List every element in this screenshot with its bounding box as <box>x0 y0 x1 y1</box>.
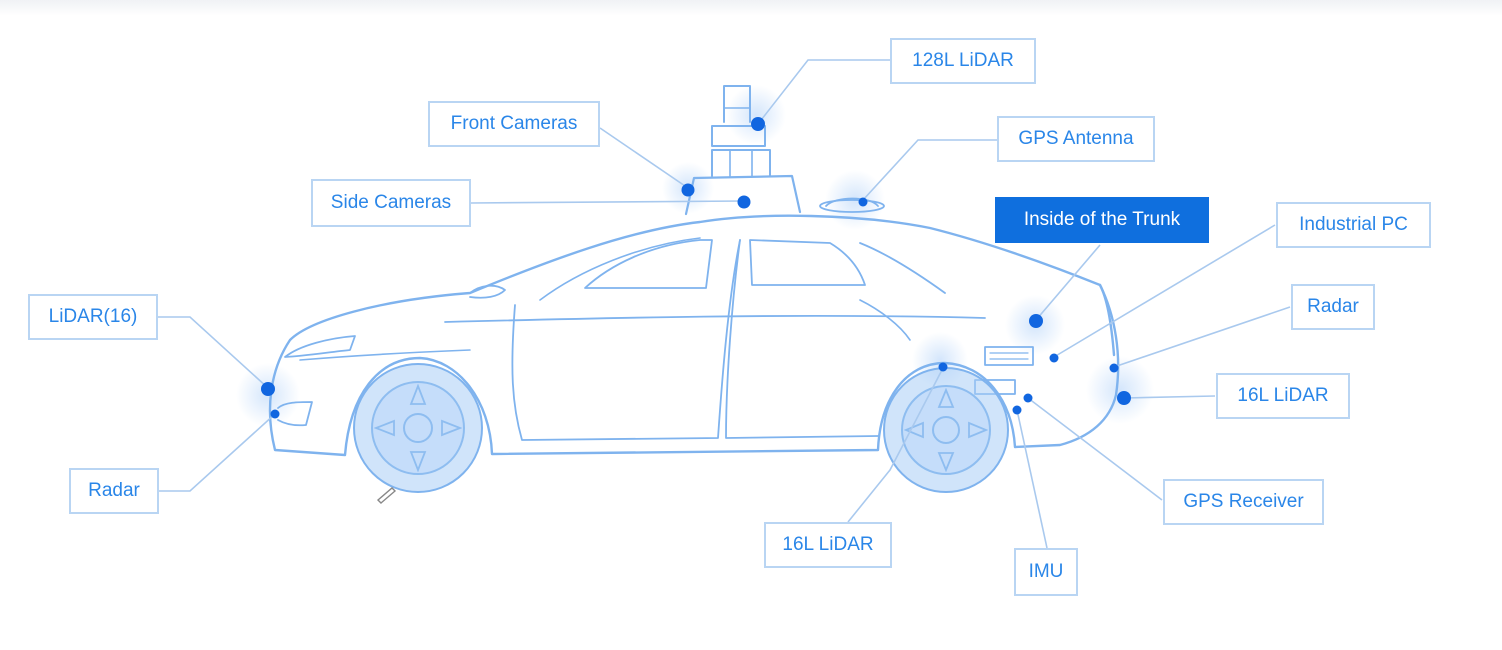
label-gps-receiver: GPS Receiver <box>1163 479 1324 525</box>
label-radar-front: Radar <box>69 468 159 514</box>
rear-wheel <box>883 367 1009 493</box>
dot-16l-lidar-bottom <box>938 362 948 372</box>
car-body <box>268 85 1120 457</box>
dot-gps-receiver <box>1023 393 1033 403</box>
top-gradient-bar <box>0 0 1502 16</box>
dot-front-cameras <box>681 183 695 197</box>
dot-side-cameras <box>737 195 751 209</box>
dot-imu <box>1012 405 1022 415</box>
label-128l-lidar: 128L LiDAR <box>890 38 1036 84</box>
pen-cursor-icon <box>376 487 397 504</box>
front-wheel <box>353 363 483 493</box>
sensor-dots <box>261 117 1131 419</box>
dot-lidar16-front <box>261 382 275 396</box>
dot-128l-lidar <box>751 117 765 131</box>
label-gps-antenna: GPS Antenna <box>997 116 1155 162</box>
label-radar-rear: Radar <box>1291 284 1375 330</box>
label-industrial-pc: Industrial PC <box>1276 202 1431 248</box>
label-lidar16-front: LiDAR(16) <box>28 294 158 340</box>
label-16l-lidar-rear: 16L LiDAR <box>1216 373 1350 419</box>
label-imu: IMU <box>1014 548 1078 596</box>
dot-trunk <box>1029 314 1043 328</box>
label-inside-of-the-trunk: Inside of the Trunk <box>995 197 1209 243</box>
dot-radar-front <box>270 409 280 419</box>
dot-radar-rear <box>1109 363 1119 373</box>
dot-16l-lidar-rear <box>1117 391 1131 405</box>
label-16l-lidar-bottom: 16L LiDAR <box>764 522 892 568</box>
label-side-cameras: Side Cameras <box>311 179 471 227</box>
dot-gps-antenna <box>858 197 868 207</box>
leader-lines <box>158 59 1291 549</box>
dot-industrial-pc <box>1049 353 1059 363</box>
label-front-cameras: Front Cameras <box>428 101 600 147</box>
